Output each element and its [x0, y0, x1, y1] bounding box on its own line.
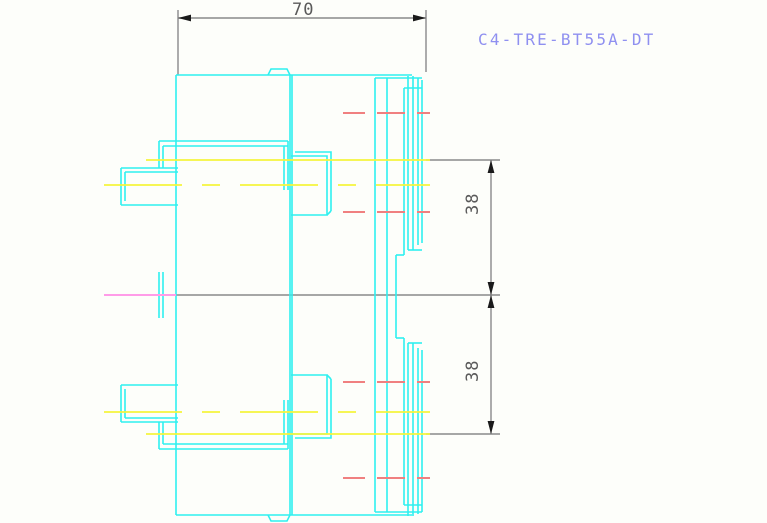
- bottom-tab: [267, 514, 291, 522]
- arrow-left: [178, 14, 191, 22]
- upper-boss: [291, 155, 328, 216]
- lower-boss-offset: [295, 379, 332, 439]
- lower-left-lug: [120, 384, 178, 423]
- dimension-label-upper-height: 38: [463, 192, 483, 215]
- part-outline: [120, 68, 423, 522]
- lower-boss: [291, 374, 328, 435]
- upper-boss-offset: [295, 151, 332, 211]
- arrow-top-upper: [487, 160, 495, 173]
- top-tab: [267, 68, 291, 76]
- upper-boss-chamfer: [326, 210, 332, 216]
- lower-recess-bracket: [158, 422, 288, 450]
- upper-left-lug: [120, 167, 178, 206]
- lower-inner-detail: [158, 295, 164, 318]
- upper-inner-detail: [158, 272, 164, 295]
- upper-recess-bracket: [158, 140, 288, 168]
- arrow-bottom-lower: [487, 421, 495, 434]
- dimension-arrowheads: [178, 14, 495, 434]
- arrow-top-lower: [487, 295, 495, 308]
- lower-boss-chamfer: [326, 374, 332, 380]
- dimension-label-lower-height: 38: [463, 359, 483, 382]
- arrow-right: [413, 14, 426, 22]
- arrow-bottom-upper: [487, 282, 495, 295]
- part-number-title: C4-TRE-BT55A-DT: [478, 30, 656, 49]
- red-hidden-lines: [343, 112, 430, 479]
- dimension-label-width: 70: [292, 0, 315, 20]
- dimension-lines: [170, 10, 500, 435]
- yellow-centerlines: [104, 159, 430, 435]
